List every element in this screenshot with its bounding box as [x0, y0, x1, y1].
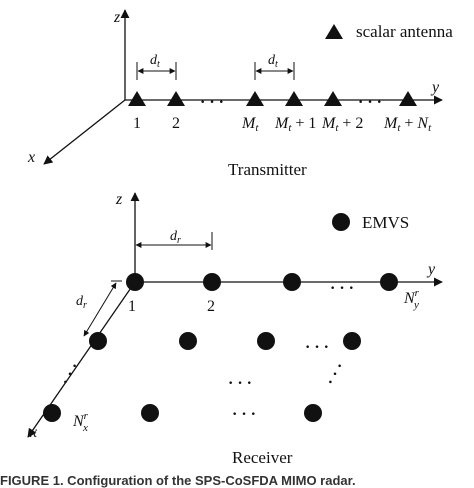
rx-spacing-x-arrow [83, 282, 117, 337]
tx-label-mt-plus-2: Mt + 2 [321, 115, 363, 134]
rx-y-label: y [426, 261, 436, 278]
tx-spacing-label: dt [150, 53, 160, 70]
rx-column-dots-left: · · · [57, 360, 84, 389]
rx-middle-dots: · · · [228, 375, 252, 392]
tx-x-label: x [27, 149, 35, 166]
tx-antenna-2 [167, 91, 185, 106]
rx-spacing-x-label: dr [76, 294, 87, 311]
tx-antenna-mt-plus-1 [285, 91, 303, 106]
emvs-legend-icon [332, 213, 350, 231]
rx-row2-dots: · · · [305, 339, 329, 356]
rx-emvs-row2-1 [89, 332, 107, 350]
tx-label-1: 1 [133, 115, 141, 132]
tx-title: Transmitter [228, 160, 307, 179]
rx-emvs-row1-ny [380, 273, 398, 291]
rx-emvs-rowN-2 [141, 404, 159, 422]
rx-emvs-row2-2 [179, 332, 197, 350]
rx-spacing-y-label: dr [170, 229, 181, 246]
tx-dots-1: · · · [200, 94, 224, 111]
tx-y-label: y [430, 79, 440, 96]
rx-emvs-rowN-4 [304, 404, 322, 422]
tx-antenna-mt-plus-nt [399, 91, 417, 106]
tx-antenna-mt-plus-2 [324, 91, 342, 106]
rx-label-2: 2 [207, 298, 215, 315]
rx-row1-dots: · · · [330, 280, 354, 297]
rx-z-label: z [115, 191, 123, 208]
tx-spacing2-label: dt [268, 53, 278, 70]
tx-legend-label: scalar antenna [356, 22, 453, 41]
rx-rowN-dots: · · · [232, 406, 256, 423]
scalar-antenna-legend-icon [325, 24, 343, 39]
rx-title: Receiver [232, 448, 293, 467]
rx-x-label: x [29, 424, 37, 441]
tx-label-mt-plus-nt: Mt + Nt [383, 115, 432, 134]
tx-label-mt-plus-1: Mt + 1 [274, 115, 316, 134]
rx-column-dots-right: · · · [322, 360, 349, 389]
rx-label-1: 1 [128, 298, 136, 315]
tx-label-mt: Mt [241, 115, 259, 134]
tx-label-2: 2 [172, 115, 180, 132]
tx-antenna-mt [246, 91, 264, 106]
tx-z-label: z [113, 9, 121, 26]
tx-antenna-1 [128, 91, 146, 106]
rx-legend-label: EMVS [362, 213, 409, 232]
transmitter-panel: z y x scalar antenna dt dt · · · · · · 1… [27, 9, 453, 179]
tx-dots-2: · · · [358, 94, 382, 111]
rx-emvs-row2-4 [343, 332, 361, 350]
rx-emvs-row2-3 [257, 332, 275, 350]
figure-caption: FIGURE 1. Configuration of the SPS-CoSFD… [0, 474, 356, 488]
rx-emvs-row1-1 [126, 273, 144, 291]
rx-emvs-rowN-1 [43, 404, 61, 422]
rx-emvs-row1-3 [283, 273, 301, 291]
rx-emvs-row1-2 [203, 273, 221, 291]
tx-x-axis [43, 99, 126, 165]
